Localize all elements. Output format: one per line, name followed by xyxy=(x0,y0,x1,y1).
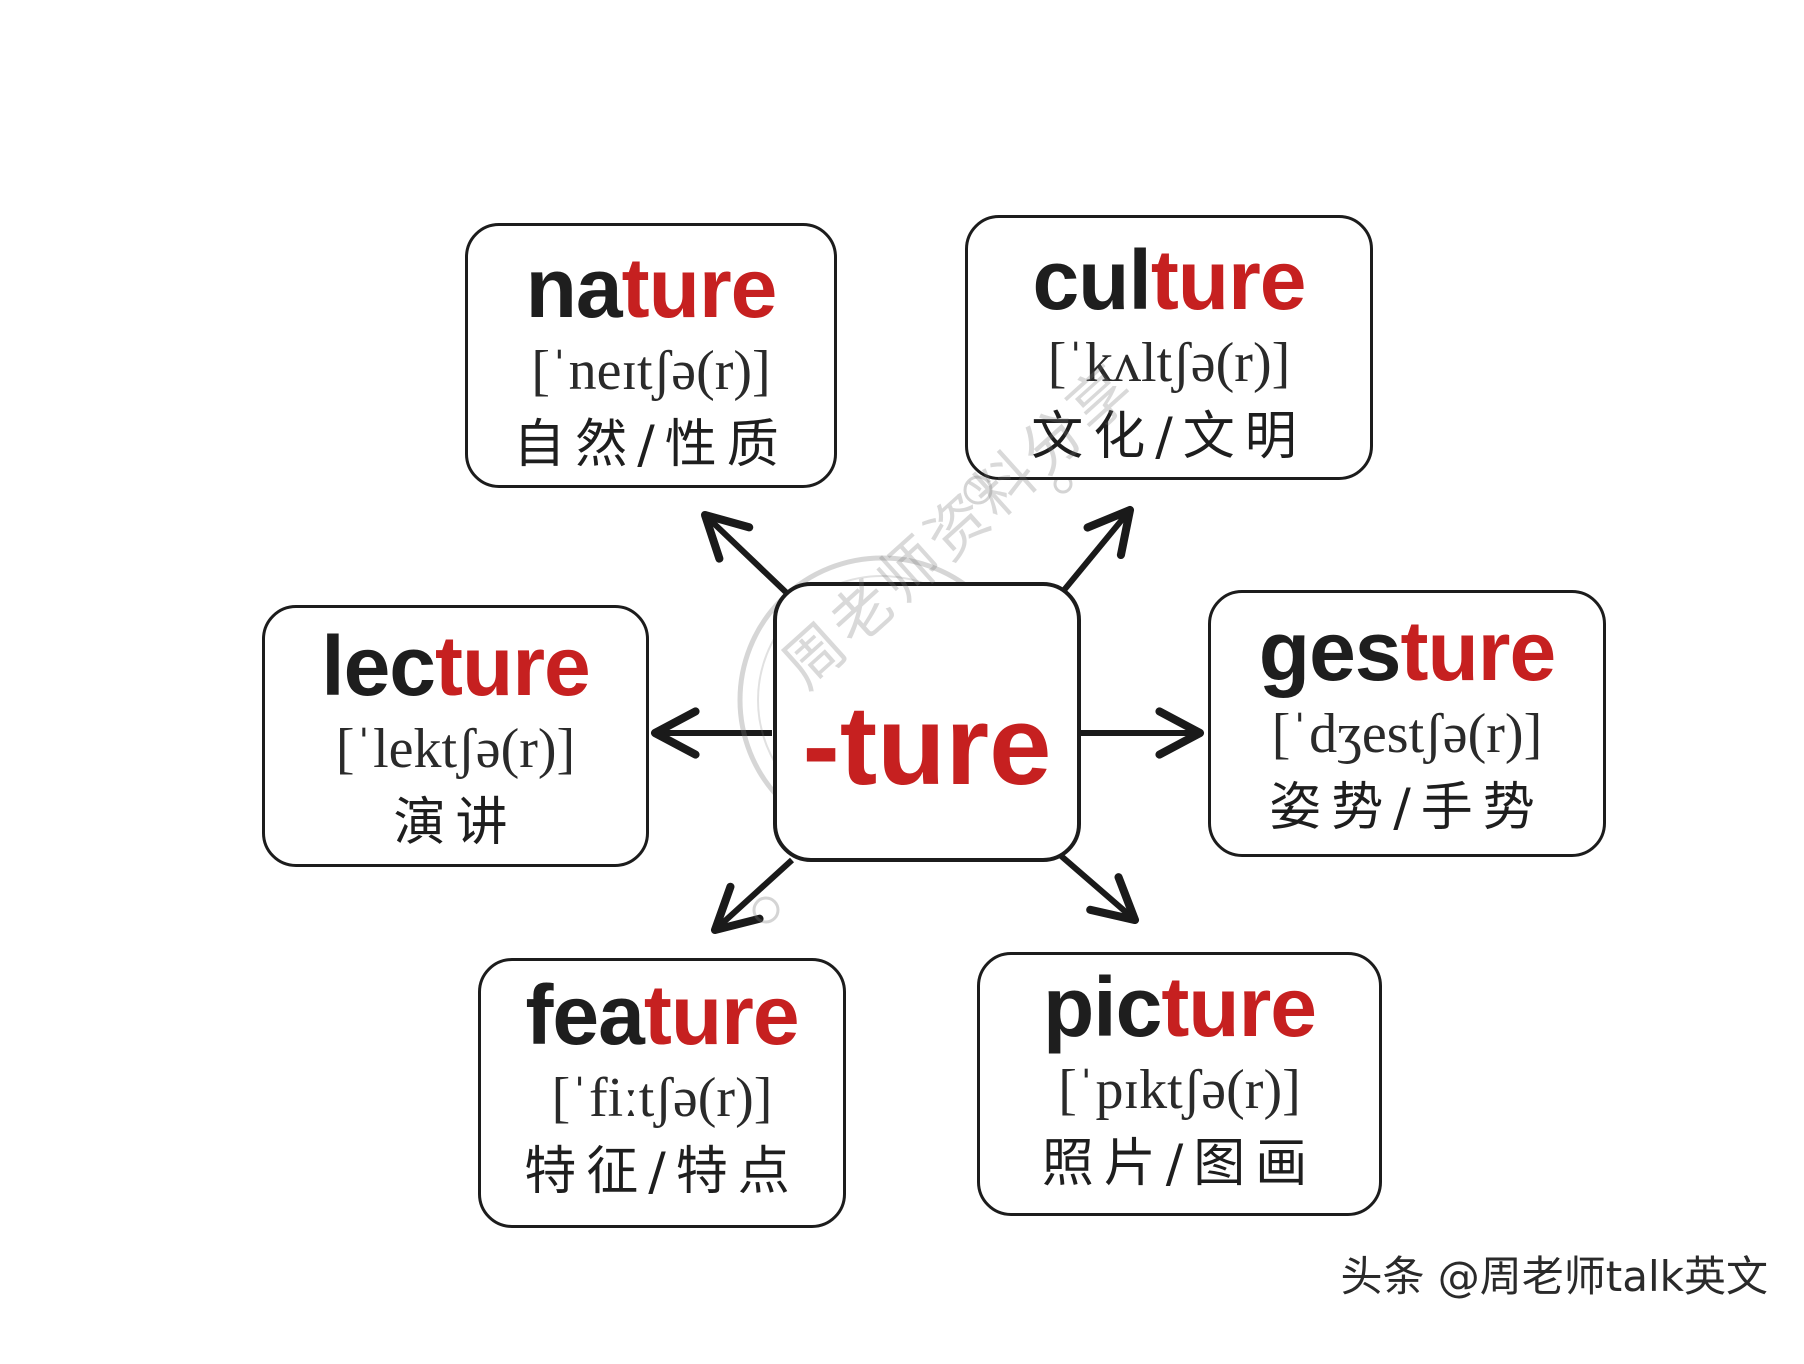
word-suffix: ture xyxy=(1150,233,1307,327)
word-suffix: ture xyxy=(1400,604,1557,698)
ipa-nature: [ˈneɪtʃə(r)] xyxy=(531,340,771,402)
word-suffix: ture xyxy=(643,968,800,1062)
ipa-lecture: [ˈlektʃə(r)] xyxy=(335,718,576,780)
meaning-picture: 照片/图画 xyxy=(1041,1134,1318,1194)
meaning-nature: 自然/性质 xyxy=(513,415,789,475)
ipa-culture: [ˈkʌltʃə(r)] xyxy=(1047,332,1291,394)
word-card-lecture: lecture [ˈlektʃə(r)] 演讲 xyxy=(262,605,649,867)
word-stem: cul xyxy=(1032,233,1151,327)
meaning-culture: 文化/文明 xyxy=(1031,407,1307,467)
word-culture: culture xyxy=(968,232,1370,328)
arrow-to-feature xyxy=(710,857,795,935)
arrow-to-culture xyxy=(1057,505,1135,597)
meaning-gesture: 姿势/手势 xyxy=(1269,778,1545,838)
arrow-to-nature xyxy=(700,510,795,601)
word-suffix: ture xyxy=(621,241,778,335)
word-stem: pic xyxy=(1042,960,1162,1054)
center-prefix: - xyxy=(802,683,840,808)
word-stem: lec xyxy=(321,619,436,713)
word-card-feature: feature [ˈfiːtʃə(r)] 特征/特点 xyxy=(478,958,846,1228)
word-stem: ges xyxy=(1258,604,1402,698)
arrow-to-picture xyxy=(1058,852,1140,925)
center-word: -ture xyxy=(777,636,1077,856)
word-feature: feature xyxy=(481,967,843,1063)
footer-credit: 头条 @周老师talk英文 xyxy=(1340,1252,1768,1301)
word-nature: nature xyxy=(468,240,834,336)
word-card-gesture: gesture [ˈdʒestʃə(r)] 姿势/手势 xyxy=(1208,590,1606,857)
ipa-picture: [ˈpɪktʃə(r)] xyxy=(1058,1059,1301,1121)
word-stem: na xyxy=(525,241,623,335)
word-suffix: ture xyxy=(1161,960,1317,1054)
word-card-nature: nature [ˈneɪtʃə(r)] 自然/性质 xyxy=(465,223,837,488)
ipa-gesture: [ˈdʒestʃə(r)] xyxy=(1271,703,1543,765)
center-card: -ture xyxy=(773,582,1081,862)
word-picture: picture xyxy=(980,959,1379,1055)
word-gesture: gesture xyxy=(1211,603,1603,699)
word-lecture: lecture xyxy=(265,618,646,714)
ipa-feature: [ˈfiːtʃə(r)] xyxy=(551,1067,773,1129)
meaning-feature: 特征/特点 xyxy=(524,1142,800,1202)
center-suffix: ture xyxy=(839,683,1052,808)
meaning-lecture: 演讲 xyxy=(393,793,518,853)
word-card-culture: culture [ˈkʌltʃə(r)] 文化/文明 xyxy=(965,215,1373,480)
word-suffix: ture xyxy=(435,619,591,713)
word-stem: fea xyxy=(525,968,644,1062)
word-card-picture: picture [ˈpɪktʃə(r)] 照片/图画 xyxy=(977,952,1382,1216)
